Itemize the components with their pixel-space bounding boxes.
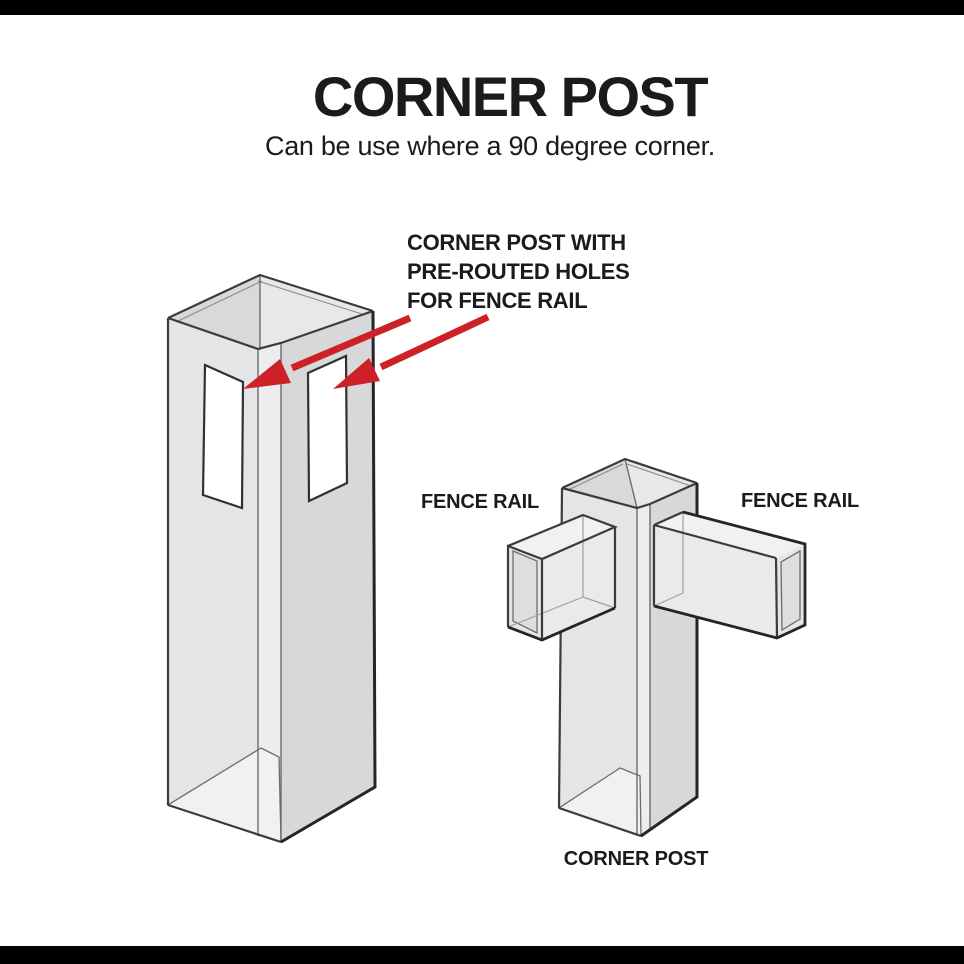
right-rail-front-face bbox=[654, 525, 777, 638]
small-post-rim-thickness-lines bbox=[567, 463, 692, 491]
letterbox-bar-top bbox=[0, 0, 964, 15]
left-rail-top-face bbox=[508, 515, 615, 559]
big-post-thin-edges bbox=[257, 275, 282, 842]
big-post-top-inner-left-face bbox=[168, 275, 260, 350]
right-rail-end-cap-hollow bbox=[780, 549, 801, 632]
callout-arrows bbox=[243, 313, 490, 389]
small-post-top-inner-left-face bbox=[562, 459, 637, 508]
big-post-right-face bbox=[281, 311, 375, 842]
small-post-corner-chamfer bbox=[637, 504, 650, 836]
right-rail-top-face bbox=[654, 512, 805, 558]
fence-rail-right bbox=[652, 510, 807, 640]
left-rail-end-cap-hollow bbox=[512, 550, 538, 635]
small-post-thin-edges bbox=[624, 458, 651, 834]
left-rail-hidden-edges bbox=[507, 515, 616, 628]
right-rail-main-outline bbox=[652, 510, 779, 639]
arrow-right-head bbox=[333, 358, 380, 389]
big-post-routed-hole-right bbox=[306, 354, 349, 503]
annotation-callout: CORNER POST WITH PRE-ROUTED HOLES FOR FE… bbox=[407, 228, 630, 315]
big-post-main-outline bbox=[166, 273, 374, 844]
left-rail-side-face bbox=[542, 527, 615, 640]
right-rail-heavy-outline bbox=[653, 510, 807, 640]
big-post-corner-chamfer bbox=[258, 343, 281, 842]
arrow-left-shaft bbox=[290, 314, 412, 372]
big-post-routed-hole-left bbox=[201, 363, 245, 510]
page-subtitle: Can be use where a 90 degree corner. bbox=[264, 131, 716, 161]
annotation-line-2: PRE-ROUTED HOLES bbox=[407, 259, 630, 284]
small-post-top-inner-right-face bbox=[625, 459, 697, 508]
letterbox-bar-bottom bbox=[0, 946, 964, 964]
annotation-line-3: FOR FENCE RAIL bbox=[407, 288, 588, 313]
label-corner-post: CORNER POST bbox=[563, 848, 709, 870]
left-rail-main-outline bbox=[506, 513, 618, 640]
left-rail-heavy-outline bbox=[507, 606, 616, 642]
small-post-main-outline bbox=[557, 457, 698, 838]
label-fence-rail-right: FENCE RAIL bbox=[740, 490, 860, 512]
page-title: CORNER POST bbox=[312, 65, 709, 128]
label-fence-rail-left: FENCE RAIL bbox=[420, 491, 540, 513]
arrow-left-head bbox=[243, 359, 291, 389]
big-post-rim-thickness-lines bbox=[175, 280, 366, 323]
big-post-top-inner-right-face bbox=[260, 275, 373, 350]
fence-rail-left bbox=[506, 513, 618, 642]
annotation-line-1: CORNER POST WITH bbox=[407, 230, 626, 255]
right-rail-hidden-edges bbox=[653, 512, 684, 607]
arrow-right-shaft bbox=[379, 313, 490, 371]
big-corner-post bbox=[166, 273, 377, 844]
big-post-heavy-outline bbox=[280, 310, 377, 844]
